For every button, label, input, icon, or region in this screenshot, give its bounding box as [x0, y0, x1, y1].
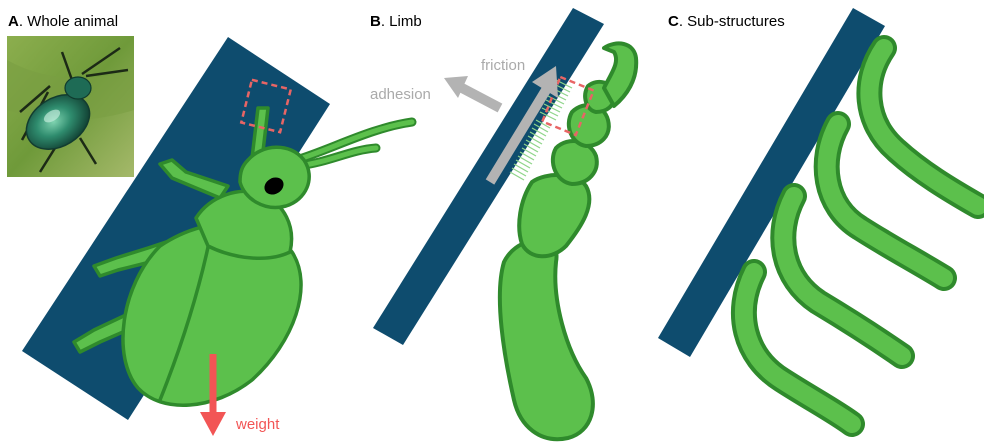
panel-a-letter: A	[8, 13, 19, 30]
panel-c-title-text: . Sub-structures	[679, 13, 785, 30]
limb-femur	[500, 238, 593, 439]
panel-b-title-text: . Limb	[381, 13, 422, 30]
surface-c	[658, 8, 885, 357]
panel-c-title: C. Sub-structures	[668, 13, 785, 30]
panel-b-title: B. Limb	[370, 13, 422, 30]
panel-b: B. Limb	[370, 8, 636, 439]
panel-a-title: A. Whole animal	[8, 13, 118, 30]
adhesion-arrow	[444, 76, 500, 108]
panel-c: C. Sub-structures	[658, 8, 978, 424]
setae-c	[744, 48, 978, 424]
weight-label: weight	[235, 416, 280, 433]
beetle-head	[240, 147, 309, 207]
panel-a: A. Whole animal	[7, 13, 412, 436]
friction-label: friction	[481, 57, 525, 74]
limb-tibia	[519, 175, 589, 256]
panel-a-title-text: . Whole animal	[19, 13, 118, 30]
beetle-photo	[7, 36, 134, 177]
panel-c-letter: C	[668, 13, 679, 30]
panel-b-letter: B	[370, 13, 381, 30]
limb-claw	[604, 43, 636, 106]
adhesion-label: adhesion	[370, 86, 431, 103]
